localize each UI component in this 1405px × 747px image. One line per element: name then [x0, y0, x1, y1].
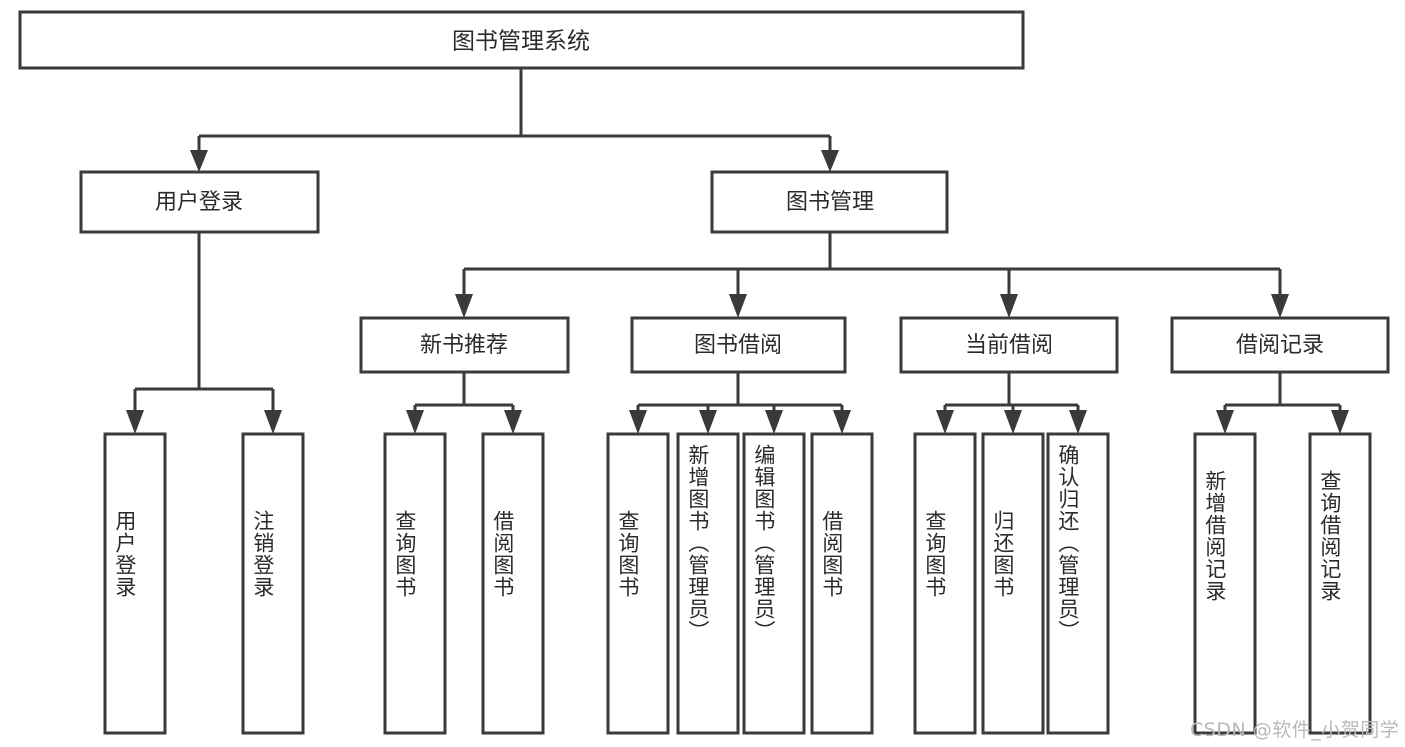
arrow-icon-l2-0 — [190, 150, 208, 172]
node-book-borrow[interactable]: 图书借阅 — [630, 316, 847, 374]
arrow-icon-leaf-n0 — [406, 410, 424, 434]
book-manage-label: 图书管理 — [786, 190, 874, 215]
leaf-box-current-borrow-2[interactable] — [1046, 432, 1110, 735]
node-new-book-recommend[interactable]: 新书推荐 — [359, 316, 570, 374]
book-borrow-box — [630, 316, 847, 374]
arrow-icon-leaf-u1 — [264, 410, 282, 434]
root-label: 图书管理系统 — [452, 29, 590, 55]
new-book-label: 新书推荐 — [420, 333, 508, 358]
arrow-icon-leaf-b3 — [833, 410, 851, 434]
node-root[interactable]: 图书管理系统 — [18, 10, 1025, 70]
arrow-icon-leaf-r0 — [1216, 410, 1234, 434]
arrow-icon-l3-0 — [455, 294, 473, 318]
leaf-box-book-borrow-1[interactable] — [676, 432, 740, 735]
node-current-borrow[interactable]: 当前借阅 — [899, 316, 1119, 374]
arrow-icon-leaf-b0 — [629, 410, 647, 434]
arrow-icon-l3-3 — [1271, 294, 1289, 318]
borrow-record-box — [1170, 316, 1390, 374]
arrow-icon-leaf-b1 — [699, 410, 717, 434]
arrow-icon-leaf-c1 — [1004, 410, 1022, 434]
watermark-text: CSDN @软件_小贺同学 — [1190, 719, 1400, 741]
leaf-box-new-book-1[interactable] — [481, 432, 545, 735]
root-box — [18, 10, 1025, 70]
book-manage-box — [710, 170, 949, 234]
arrow-icon-leaf-u0 — [126, 410, 144, 434]
leaf-box-book-borrow-2[interactable] — [742, 432, 806, 735]
new-book-box — [359, 316, 570, 374]
arrow-icon-l3-1 — [729, 294, 747, 318]
current-borrow-box — [899, 316, 1119, 374]
leaf-box-new-book-0[interactable] — [383, 432, 447, 735]
leaf-box-book-borrow-0[interactable] — [606, 432, 670, 735]
arrow-icon-leaf-c0 — [936, 410, 954, 434]
node-book-manage[interactable]: 图书管理 — [710, 170, 949, 234]
node-user-login[interactable]: 用户登录 — [79, 170, 320, 234]
current-borrow-label: 当前借阅 — [965, 333, 1053, 358]
arrow-icon-l3-2 — [1000, 294, 1018, 318]
arrow-icon-leaf-b2 — [765, 410, 783, 434]
leaf-box-borrow-record-1[interactable] — [1308, 432, 1372, 735]
arrow-icon-leaf-r1 — [1331, 410, 1349, 434]
borrow-record-label: 借阅记录 — [1236, 333, 1324, 358]
leaf-box-user-login-1[interactable] — [241, 432, 305, 735]
leaf-box-borrow-record-0[interactable] — [1193, 432, 1257, 735]
leaf-box-current-borrow-1[interactable] — [981, 432, 1045, 735]
node-borrow-record[interactable]: 借阅记录 — [1170, 316, 1390, 374]
leaf-box-user-login-0[interactable] — [103, 432, 167, 735]
leaf-box-book-borrow-3[interactable] — [810, 432, 874, 735]
arrow-icon-leaf-c2 — [1069, 410, 1087, 434]
user-login-label: 用户登录 — [155, 190, 243, 215]
arrow-icon-leaf-n1 — [504, 410, 522, 434]
arrow-icon-l2-1 — [821, 150, 839, 172]
leaf-box-current-borrow-0[interactable] — [913, 432, 977, 735]
book-borrow-label: 图书借阅 — [694, 333, 782, 358]
